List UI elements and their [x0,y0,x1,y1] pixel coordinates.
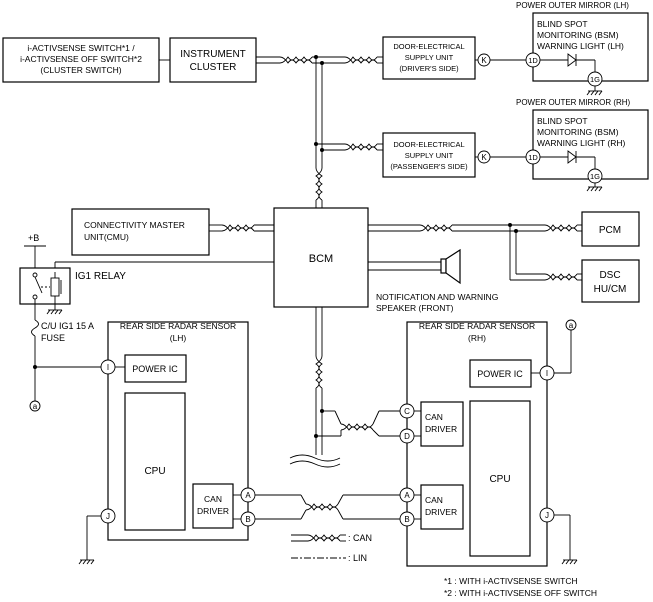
footnote-1: *1 : WITH i-ACTIVSENSE SWITCH [444,576,578,586]
speaker-line2: SPEAKER (FRONT) [376,303,454,313]
radar-lh-title-line2: (LH) [170,333,187,343]
door-supply-driver: DOOR-ELECTRICAL SUPPLY UNIT (DRIVER'S SI… [382,36,476,80]
door-passenger-line2: SUPPLY UNIT [405,151,454,160]
terminal-a-rh [399,487,415,503]
terminal-k-passenger-label: K [481,153,487,162]
fuse-line1: C/U IG1 15 A [41,321,94,331]
terminal-d-rh [399,428,415,444]
door-driver-line3: (DRIVER'S SIDE) [399,64,459,73]
terminal-i-rh-label: I [546,369,548,378]
instrument-cluster-line1: INSTRUMENT [180,49,246,60]
fuse-line2: FUSE [41,333,65,343]
terminal-c-rh-label: C [404,407,410,416]
radar-lh-cpu: CPU [144,466,165,477]
mirror-lh-line3: WARNING LIGHT (LH) [537,41,624,51]
radar-sensor-lh: REAR SIDE RADAR SENSOR (LH) POWER IC CPU… [107,321,249,541]
mirror-rh-line3: WARNING LIGHT (RH) [537,138,625,148]
cluster-switch-line3: (CLUSTER SWITCH) [40,65,121,75]
dsc-line1: DSC [599,270,620,281]
cluster-switch: i-ACTIVSENSE SWITCH*1 / i-ACTIVSENSE OFF… [2,37,160,83]
radar-lh-can-line1: CAN [204,494,222,504]
mirror-lh-title: POWER OUTER MIRROR (LH) [516,1,629,10]
speaker-icon [440,248,461,285]
ref-a-left [29,400,41,412]
mirror-rh-line2: MONITORING (BSM) [537,127,619,137]
door-driver-line1: DOOR-ELECTRICAL [393,42,464,51]
instrument-cluster: INSTRUMENT CLUSTER [169,37,257,83]
terminal-b-lh-label: B [245,515,250,524]
mirror-rh-line1: BLIND SPOT [537,116,588,126]
door-passenger-line1: DOOR-ELECTRICAL [393,140,464,149]
pcm: PCM [581,211,640,247]
terminal-1d-rh-label: 1D [528,153,538,162]
plus-b-label: +B [28,233,39,243]
ig1-relay-label: IG1 RELAY [75,271,126,282]
bcm-label: BCM [309,253,333,265]
radar-rh-title-line2: (RH) [468,333,486,343]
radar-rh-can2-line1: CAN [425,495,443,505]
radar-lh-can-line2: DRIVER [197,506,229,516]
radar-rh-can1-line1: CAN [425,412,443,422]
terminal-b-rh [399,511,415,527]
terminal-1g-rh-label: 1G [590,172,600,181]
cmu-line2: UNIT(CMU) [84,232,129,242]
ref-a-right-label: a [569,321,574,330]
radar-rh-can1-line2: DRIVER [425,424,457,434]
pcm-label: PCM [599,225,621,236]
dsc-hu-cm: DSC HU/CM [581,259,640,303]
legend-can: : CAN [348,533,372,543]
terminal-a-lh-label: A [245,491,251,500]
cluster-switch-line2: i-ACTIVSENSE OFF SWITCH*2 [20,54,142,64]
door-driver-line2: SUPPLY UNIT [405,53,454,62]
radar-rh-can2-line2: DRIVER [425,507,457,517]
legend-lin: : LIN [348,553,367,563]
terminal-j-lh-label: J [106,512,110,521]
terminal-k-driver-label: K [481,56,487,65]
mirror-lh-line1: BLIND SPOT [537,19,588,29]
terminal-d-rh-label: D [404,432,410,441]
terminal-j-rh-label: J [545,511,549,520]
bcm: BCM [273,207,369,308]
connectivity-master-unit: CONNECTIVITY MASTER UNIT(CMU) [71,208,210,256]
ig1-relay [19,267,71,305]
terminal-1g-lh-label: 1G [590,75,600,84]
radar-sensor-rh: REAR SIDE RADAR SENSOR (RH) POWER IC CPU… [406,321,548,567]
mirror-lh-line2: MONITORING (BSM) [537,30,619,40]
radar-rh-title-line1: REAR SIDE RADAR SENSOR [419,321,535,331]
mirror-lh: BLIND SPOT MONITORING (BSM) WARNING LIGH… [532,12,649,82]
ref-a-right [565,319,577,331]
radar-lh-power-ic: POWER IC [132,364,178,374]
footnote-2: *2 : WITH i-ACTIVSENSE OFF SWITCH [444,588,597,598]
terminal-1d-lh-label: 1D [528,56,538,65]
terminal-c-rh [399,403,415,419]
legend: : CAN : LIN [291,533,372,563]
cmu-line1: CONNECTIVITY MASTER [84,220,185,230]
instrument-cluster-line2: CLUSTER [190,62,237,73]
mirror-rh: BLIND SPOT MONITORING (BSM) WARNING LIGH… [532,109,649,180]
terminal-b-rh-label: B [404,515,409,524]
dsc-line2: HU/CM [594,284,627,295]
terminal-a-rh-label: A [404,491,410,500]
mirror-rh-title: POWER OUTER MIRROR (RH) [516,98,631,107]
door-supply-passenger: DOOR-ELECTRICAL SUPPLY UNIT (PASSENGER'S… [382,132,476,178]
cluster-switch-line1: i-ACTIVSENSE SWITCH*1 / [27,43,135,53]
ref-a-left-label: a [33,402,38,411]
radar-rh-cpu: CPU [489,474,510,485]
radar-lh-title-line1: REAR SIDE RADAR SENSOR [120,321,236,331]
speaker-line1: NOTIFICATION AND WARNING [376,292,498,302]
door-passenger-line3: (PASSENGER'S SIDE) [390,162,468,171]
radar-rh-power-ic: POWER IC [477,369,523,379]
terminal-i-lh-label: I [107,363,109,372]
